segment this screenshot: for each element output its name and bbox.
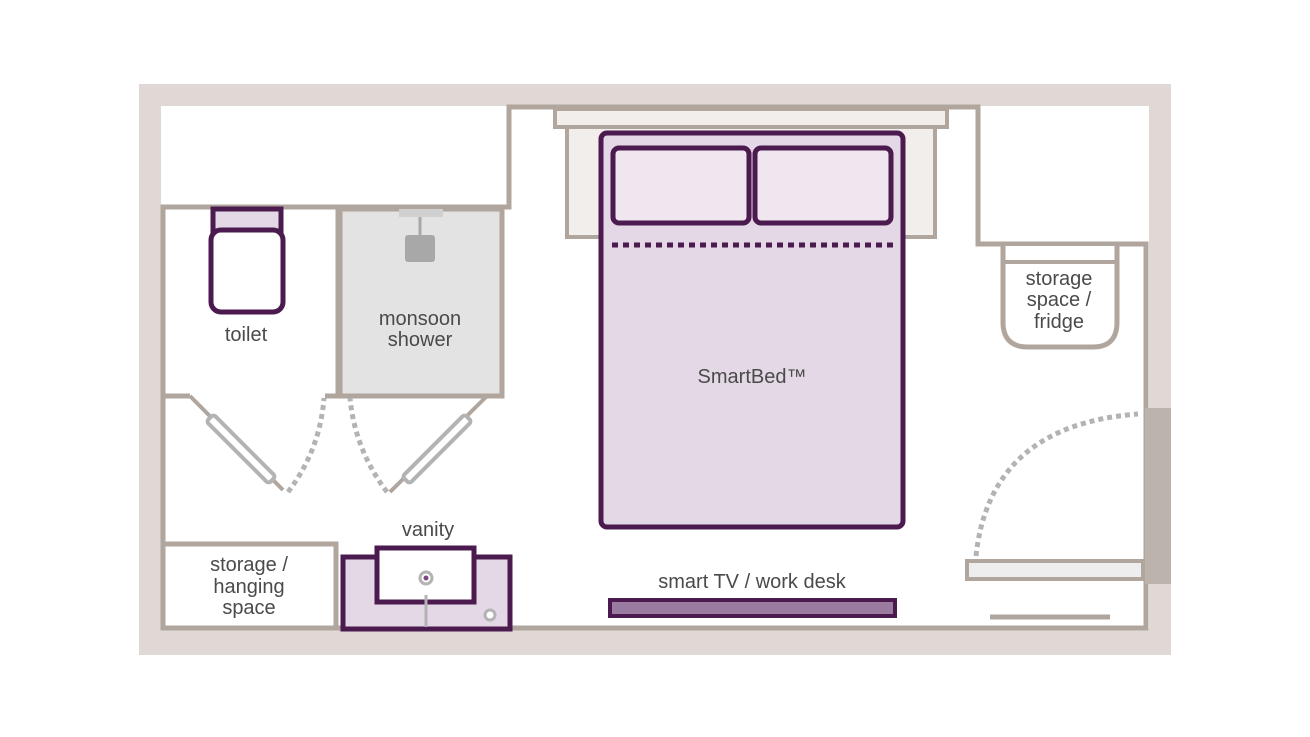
desk-label: smart TV / work desk bbox=[658, 571, 846, 593]
hanging-label-line3: space bbox=[222, 597, 275, 619]
toilet-door-icon bbox=[205, 413, 277, 485]
vanity-drain-center bbox=[423, 575, 429, 581]
shower-door-swing-icon bbox=[347, 397, 389, 494]
shower-label-line2: shower bbox=[388, 329, 453, 351]
headboard bbox=[553, 107, 949, 129]
pillow-right bbox=[752, 145, 894, 226]
entrance-doorway bbox=[1145, 408, 1171, 584]
bed-label: SmartBed™ bbox=[698, 366, 807, 388]
bed bbox=[598, 130, 906, 530]
entrance-door-swing-icon bbox=[973, 411, 1139, 557]
shower-label-line1: monsoon bbox=[379, 308, 461, 330]
fridge-label-line3: fridge bbox=[1034, 311, 1084, 333]
toilet-door-swing-icon bbox=[286, 397, 327, 494]
shower-head-icon bbox=[405, 235, 435, 262]
shower-door-icon bbox=[401, 413, 473, 485]
entrance-door-icon bbox=[965, 559, 1145, 581]
fridge-label-line1: storage bbox=[1026, 268, 1093, 290]
hanging-storage bbox=[160, 541, 339, 631]
tv-desk bbox=[608, 598, 897, 618]
toilet-bowl-icon bbox=[208, 227, 286, 315]
fridge-cabinet bbox=[1000, 246, 1120, 350]
shower-bar bbox=[399, 209, 443, 217]
fridge-label-line2: space / bbox=[1027, 289, 1092, 311]
toilet-label: toilet bbox=[225, 324, 268, 346]
hanging-label-line2: hanging bbox=[213, 576, 284, 598]
vanity-label: vanity bbox=[402, 519, 454, 541]
pillow-left bbox=[610, 145, 752, 226]
hanging-label-line1: storage / bbox=[210, 554, 288, 576]
vanity-knob-icon bbox=[483, 608, 497, 622]
